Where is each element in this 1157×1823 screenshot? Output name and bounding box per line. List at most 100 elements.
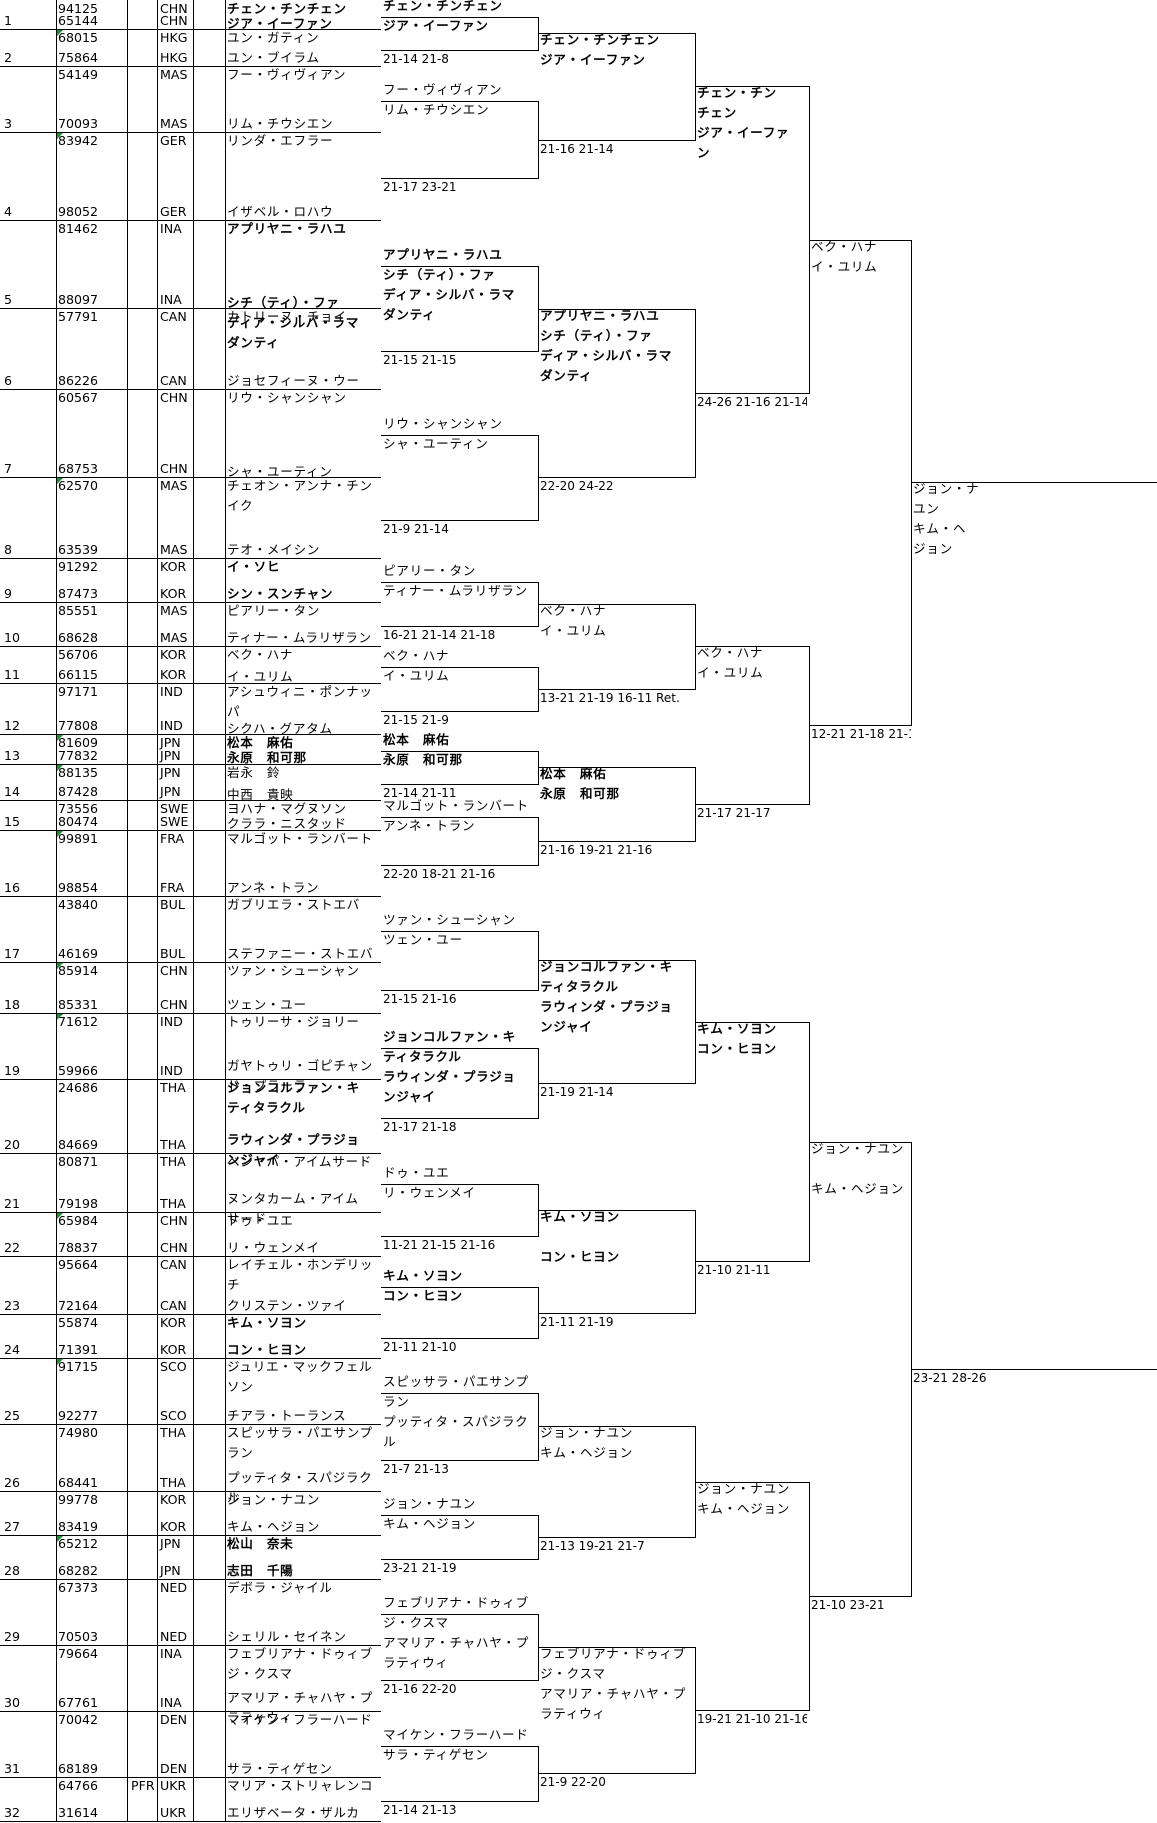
player1-name: マルゴット・ランバート <box>227 830 373 846</box>
player2-country: DEN <box>160 1760 188 1776</box>
player2-name: イザベル・ロハウ <box>227 204 334 220</box>
player1-id: 55874 <box>58 1315 99 1331</box>
player1-id: 57791 <box>58 309 99 325</box>
player2-country: IND <box>160 1063 183 1079</box>
winner-name: ドゥ・ユエ リ・ウェンメイ <box>383 1165 476 1201</box>
match-score: 21-11 21-10 <box>383 1340 457 1355</box>
winner-name: キム・ソヨン コン・ヒヨン <box>697 1020 777 1056</box>
player1-name: レイチェル・ホンデリッ チ <box>227 1256 374 1292</box>
player2-country: MAS <box>160 542 188 558</box>
winner-name: ジョン・ナユン キム・ヘジョン <box>811 1140 905 1196</box>
winner-name: マイケン・フラーハード サラ・ティゲセン <box>383 1726 529 1762</box>
player1-country: INA <box>160 221 182 237</box>
bracket-line <box>381 16 538 18</box>
player1-id: 73556 <box>58 801 99 817</box>
bracket-line <box>695 393 809 394</box>
bracket-line <box>809 1141 911 1143</box>
player1-id: 64766 <box>58 1777 99 1793</box>
player2-id: 75864 <box>58 50 99 66</box>
player2-id: 77808 <box>58 718 99 734</box>
player2-id: 65144 <box>58 13 99 29</box>
bracket-line <box>381 1613 538 1615</box>
player2-country: CAN <box>160 1298 187 1314</box>
entry-divider <box>0 66 381 68</box>
match-score: 21-17 21-18 <box>383 1120 457 1135</box>
player2-id: 78837 <box>58 1239 99 1255</box>
player1-country: UKR <box>160 1777 187 1793</box>
player1-country: KOR <box>160 1491 187 1507</box>
bracket-line <box>538 604 695 606</box>
player1-country: KOR <box>160 1315 187 1331</box>
player1-name: マリア・ストリャレンコ <box>227 1777 374 1793</box>
match-score: 21-19 21-14 <box>540 1085 614 1100</box>
player2-name: アマリア・チャハヤ・プ ラティウィ <box>227 1689 374 1725</box>
player1-country: THA <box>160 1153 186 1169</box>
entry-divider <box>0 558 381 560</box>
column-divider <box>56 0 57 1821</box>
player2-country: GER <box>160 204 187 220</box>
player1-name: ヨハナ・マグヌソン <box>227 801 347 817</box>
player2-id: 68441 <box>58 1474 99 1490</box>
winner-name: ジョン・ナ ユン キム・ヘ ジョン <box>913 481 980 557</box>
player1-id: 81609 <box>58 735 99 751</box>
player1-name: ドゥ・ユエ <box>227 1212 294 1228</box>
seed-number: 21 <box>4 1195 21 1211</box>
player2-country: CHN <box>160 13 188 29</box>
winner-name: ジョン・ナユン キム・ヘジョン <box>540 1425 634 1461</box>
entry-divider <box>0 1079 381 1081</box>
player2-country: SWE <box>160 813 189 829</box>
player1-id: 80871 <box>58 1153 99 1169</box>
player2-name: コン・ヒヨン <box>227 1342 307 1358</box>
player1-name: ジュリエ・マックフェル ソン <box>227 1359 373 1395</box>
player2-country: MAS <box>160 630 188 646</box>
player2-name: 志田 千陽 <box>227 1562 294 1578</box>
player2-name: サラ・ティゲセン <box>227 1760 333 1776</box>
player2-name: リ・ウェンメイ <box>227 1239 320 1255</box>
winner-name: キム・ソヨン コン・ヒヨン <box>383 1267 463 1303</box>
player1-country: KOR <box>160 559 187 575</box>
player1-id: 67373 <box>58 1579 99 1595</box>
seed-number: 24 <box>4 1342 21 1358</box>
bracket-line <box>381 1286 538 1288</box>
player1-name: 岩永 鈴 <box>227 764 281 780</box>
player1-country: SCO <box>160 1359 187 1375</box>
seed-number: 16 <box>4 879 21 895</box>
seed-number: 26 <box>4 1474 21 1490</box>
match-score: 22-20 18-21 21-16 <box>383 866 496 881</box>
seed-number: 17 <box>4 945 21 961</box>
player1-id: 79664 <box>58 1645 99 1661</box>
match-score: 21-13 19-21 21-7 <box>540 1538 645 1553</box>
player1-name: フー・ヴィヴィアン <box>227 67 347 83</box>
bracket-line <box>538 477 695 479</box>
seed-number: 29 <box>4 1628 21 1644</box>
player1-country: THA <box>160 1425 186 1441</box>
bracket-line <box>695 1021 809 1023</box>
seed-number: 30 <box>4 1694 21 1710</box>
seed-number: 20 <box>4 1136 21 1152</box>
match-score: 21-17 21-17 <box>697 806 771 821</box>
player1-name: デボラ・ジャイル <box>227 1579 333 1595</box>
player2-id: 70093 <box>58 116 99 132</box>
winner-name: ジョン・ナユン キム・ヘジョン <box>383 1495 477 1531</box>
entry-divider <box>0 895 381 897</box>
player2-name: ツェン・ユー <box>227 997 307 1013</box>
player1-name: フェブリアナ・ドゥィブ ジ・クスマ <box>227 1645 373 1681</box>
player1-id: 91292 <box>58 559 99 575</box>
seed-number: 3 <box>4 116 13 132</box>
match-score: 21-9 21-14 <box>383 521 449 536</box>
bracket-line <box>381 626 538 628</box>
bracket-line <box>381 784 538 785</box>
seed-number: 1 <box>4 13 13 29</box>
bracket-line <box>809 239 911 241</box>
player1-name: 松本 麻佑 <box>227 735 294 751</box>
player1-country: CAN <box>160 1256 187 1272</box>
player2-id: 68628 <box>58 630 99 646</box>
player2-id: 71391 <box>58 1342 99 1358</box>
player1-name: チェン・チンチェン <box>227 1 347 16</box>
match-score: 21-16 21-14 <box>540 141 614 156</box>
bracket-line <box>381 1514 538 1516</box>
player1-id: 71612 <box>58 1014 99 1030</box>
player2-name: シン・スンチャン <box>227 586 334 602</box>
player1-id: 43840 <box>58 896 99 912</box>
player1-name: スピッサラ・パエサンプ ラン <box>227 1425 373 1461</box>
